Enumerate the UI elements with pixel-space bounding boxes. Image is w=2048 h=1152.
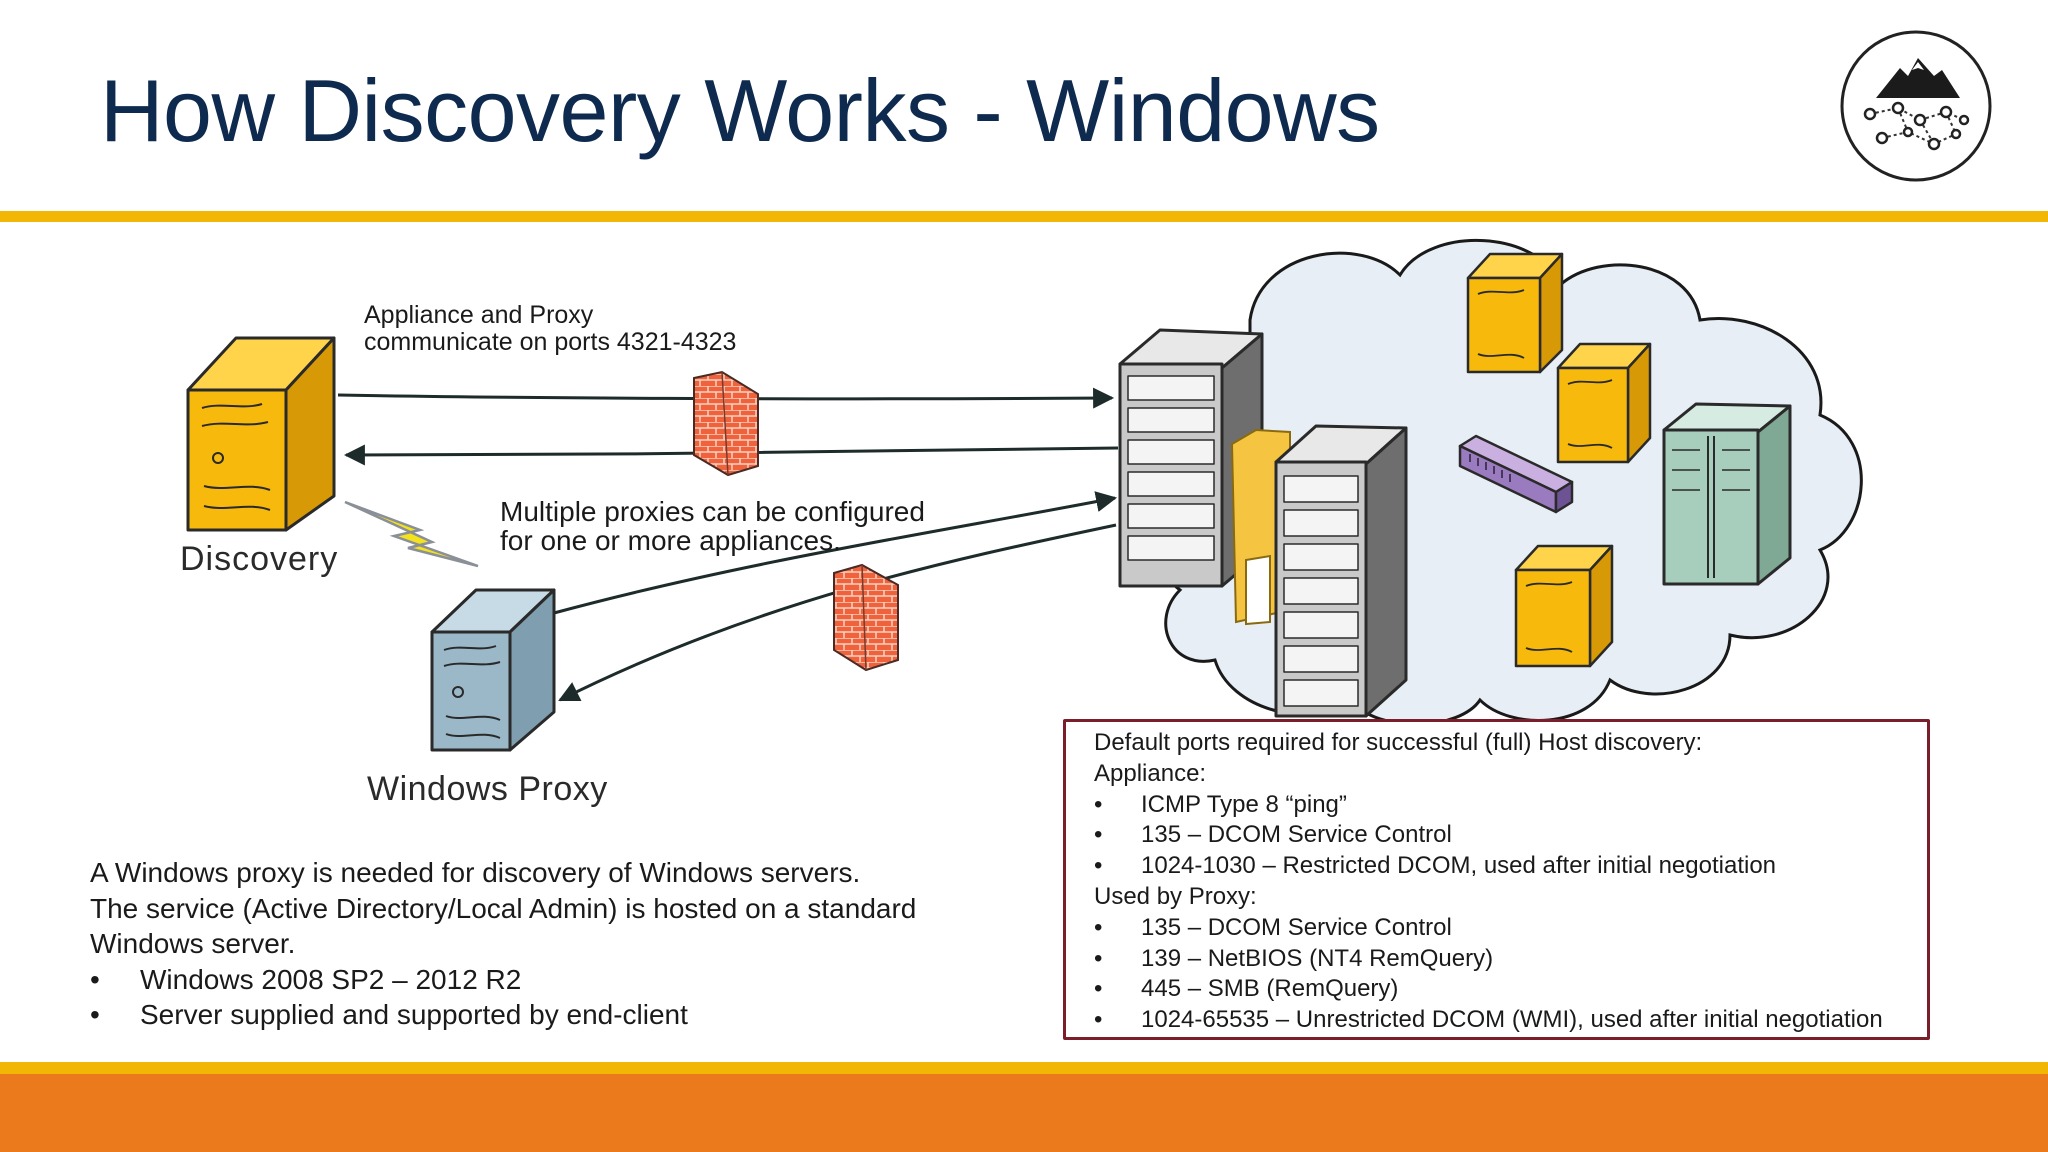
windows-proxy-server-icon xyxy=(430,588,556,752)
logo-mountain-network-icon xyxy=(1840,30,1992,182)
small-server-icon xyxy=(1556,342,1652,464)
network-diagram xyxy=(186,239,1863,752)
default-ports-box: Default ports required for successful (f… xyxy=(1063,719,1930,1040)
ports-box-heading: Default ports required for successful (f… xyxy=(1094,729,1703,756)
firewall-icon xyxy=(833,563,899,672)
proxy-info-line: Windows server. xyxy=(90,928,296,959)
firewall-icon xyxy=(693,370,759,477)
proxies-note: Multiple proxies can be configured for o… xyxy=(500,497,925,555)
discovery-label: Discovery xyxy=(180,540,339,578)
appliance-ports-list: ICMP Type 8 “ping” 135 – DCOM Service Co… xyxy=(1094,790,1927,882)
proxy-info-line: A Windows proxy is needed for discovery … xyxy=(90,857,861,888)
slide-title: How Discovery Works - Windows xyxy=(100,61,1380,160)
discovery-server-icon xyxy=(186,336,336,532)
appliance-label: Appliance: xyxy=(1094,759,1207,787)
list-item: 135 – DCOM Service Control xyxy=(1094,913,1927,944)
list-item: 1024-65535 – Unrestricted DCOM (WMI), us… xyxy=(1094,1005,1927,1036)
list-item: 445 – SMB (RemQuery) xyxy=(1094,974,1927,1005)
proxy-ports-label: Used by Proxy: xyxy=(1094,882,1257,910)
small-server-icon xyxy=(1514,544,1614,668)
proxy-info-text: A Windows proxy is needed for discovery … xyxy=(90,855,916,1033)
top-accent-rule xyxy=(0,211,2048,222)
proxy-info-line: The service (Active Directory/Local Admi… xyxy=(90,892,917,924)
list-item: 1024-1030 – Restricted DCOM, used after … xyxy=(1094,851,1927,882)
proxies-note-line: Multiple proxies can be configured xyxy=(500,496,925,527)
bottom-accent-band xyxy=(0,1062,2048,1074)
rack-server-icon xyxy=(1274,424,1408,718)
proxy-info-bullets: Windows 2008 SP2 – 2012 R2 Server suppli… xyxy=(90,962,916,1033)
proxies-note-line: for one or more appliances. xyxy=(500,525,841,556)
list-item: 139 – NetBIOS (NT4 RemQuery) xyxy=(1094,944,1927,975)
small-server-icon xyxy=(1466,252,1564,374)
ports-note-line: communicate on ports 4321-4323 xyxy=(364,328,737,356)
list-item: 135 – DCOM Service Control xyxy=(1094,820,1927,851)
ports-note: Appliance and Proxy communicate on ports… xyxy=(364,302,736,356)
list-item: Server supplied and supported by end-cli… xyxy=(90,997,916,1033)
cabinet-server-icon xyxy=(1662,402,1792,586)
network-switch-icon xyxy=(1458,434,1574,514)
list-item: ICMP Type 8 “ping” xyxy=(1094,790,1927,821)
bottom-footer-band xyxy=(0,1074,2048,1152)
list-item: Windows 2008 SP2 – 2012 R2 xyxy=(90,962,916,998)
windows-proxy-label: Windows Proxy xyxy=(367,770,608,808)
lightning-icon xyxy=(344,500,479,568)
ports-note-line: Appliance and Proxy xyxy=(364,301,594,329)
proxy-ports-list: 135 – DCOM Service Control 139 – NetBIOS… xyxy=(1094,913,1927,1036)
